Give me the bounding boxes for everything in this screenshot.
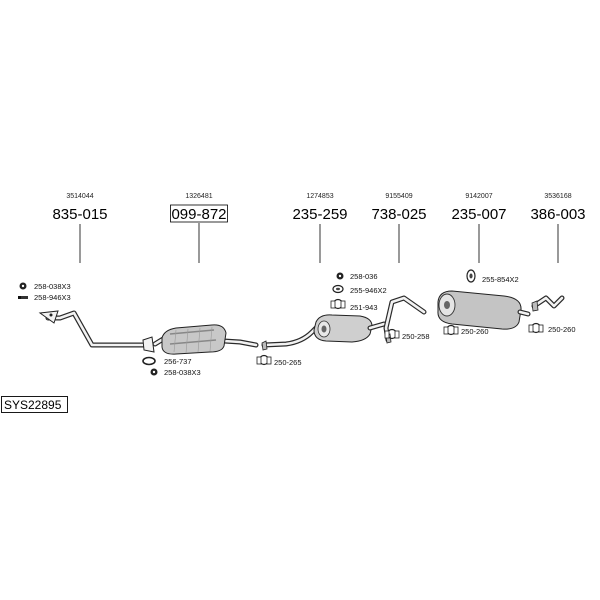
clamp-icon <box>528 322 544 334</box>
oem-number: 1326481 <box>185 193 212 200</box>
rubber-mount-icon <box>332 284 344 294</box>
fitting-item[interactable]: 250-260 <box>443 324 489 337</box>
clamp-icon <box>330 298 346 310</box>
system-id: SYS22895 <box>4 398 62 412</box>
part-label-front-pipe: 3514044 835-015 <box>52 193 108 263</box>
silencer-body <box>437 290 522 330</box>
part-number[interactable]: 235-259 <box>292 206 347 223</box>
part-label-rear-silencer: 9142007 235-007 <box>451 193 507 263</box>
fitting-item[interactable]: 258-038X3 <box>150 368 201 377</box>
bolt-icon <box>18 296 28 299</box>
fitting-item[interactable]: 255-854X2 <box>466 269 519 284</box>
catalytic-converter[interactable] <box>152 324 259 355</box>
fitting-label: 251-943 <box>350 303 378 312</box>
oem-number: 1274853 <box>306 193 333 200</box>
part-number[interactable]: 835-015 <box>52 206 107 223</box>
fitting-item[interactable]: 250-258 <box>384 328 430 342</box>
flange <box>142 336 155 353</box>
fitting-item[interactable]: 258-036 <box>336 272 378 281</box>
part-number[interactable]: 738-025 <box>371 206 426 223</box>
fitting-item[interactable]: 255-946X2 <box>332 284 387 296</box>
part-label-catalytic-converter: 1326481 099-872 <box>170 193 228 263</box>
front-pipe[interactable] <box>38 310 155 353</box>
fitting-item[interactable]: 251-943 <box>330 298 378 313</box>
clamp-icon <box>384 328 400 340</box>
system-id-badge: SYS22895 <box>1 396 68 413</box>
converter-body <box>161 324 227 355</box>
fitting-item[interactable]: 258-038X3 <box>19 282 71 291</box>
silencer-body <box>313 314 373 343</box>
gasket-ring-icon <box>142 356 156 366</box>
part-number[interactable]: 235-007 <box>451 206 506 223</box>
fitting-label: 258-036 <box>350 272 378 281</box>
fitting-item[interactable]: 256-737 <box>142 356 192 366</box>
oem-number: 9155409 <box>385 193 412 200</box>
fitting-label: 258-946X3 <box>34 293 71 302</box>
fitting-label: 250-260 <box>548 325 576 334</box>
nut-icon <box>19 282 27 290</box>
fitting-label: 250-265 <box>274 358 302 367</box>
fitting-item[interactable]: 258-946X3 <box>18 293 71 302</box>
flange <box>38 310 59 324</box>
part-label-intermediate-pipe: 9155409 738-025 <box>371 193 427 263</box>
oem-number: 3514044 <box>66 193 93 200</box>
clamp-icon <box>443 324 459 336</box>
part-number-box <box>170 204 228 223</box>
fitting-item[interactable]: 250-265 <box>256 354 302 368</box>
part-label-middle-silencer: 1274853 235-259 <box>292 193 348 263</box>
clamp-icon <box>256 354 272 366</box>
nut-icon <box>336 272 344 280</box>
fitting-label: 258-038X3 <box>164 368 201 377</box>
fitting-label: 250-260 <box>461 327 489 336</box>
fitting-label: 250-258 <box>402 332 430 341</box>
part-label-tail-pipe: 3536168 386-003 <box>530 193 586 263</box>
fitting-label: 255-854X2 <box>482 275 519 284</box>
rear-silencer[interactable] <box>437 290 531 330</box>
intermediate-pipe[interactable] <box>383 295 427 344</box>
tail-pipe[interactable] <box>531 295 565 312</box>
fitting-label: 256-737 <box>164 357 192 366</box>
part-number[interactable]: 386-003 <box>530 206 585 223</box>
fitting-label: 255-946X2 <box>350 286 387 295</box>
middle-silencer[interactable] <box>261 314 387 351</box>
fitting-label: 258-038X3 <box>34 282 71 291</box>
oem-number: 3536168 <box>544 193 571 200</box>
nut-icon <box>150 368 158 376</box>
fitting-item[interactable]: 250-260 <box>528 322 576 335</box>
part-number[interactable]: 099-872 <box>171 206 226 223</box>
rubber-mount-icon <box>466 269 476 283</box>
oem-number: 9142007 <box>465 193 492 200</box>
